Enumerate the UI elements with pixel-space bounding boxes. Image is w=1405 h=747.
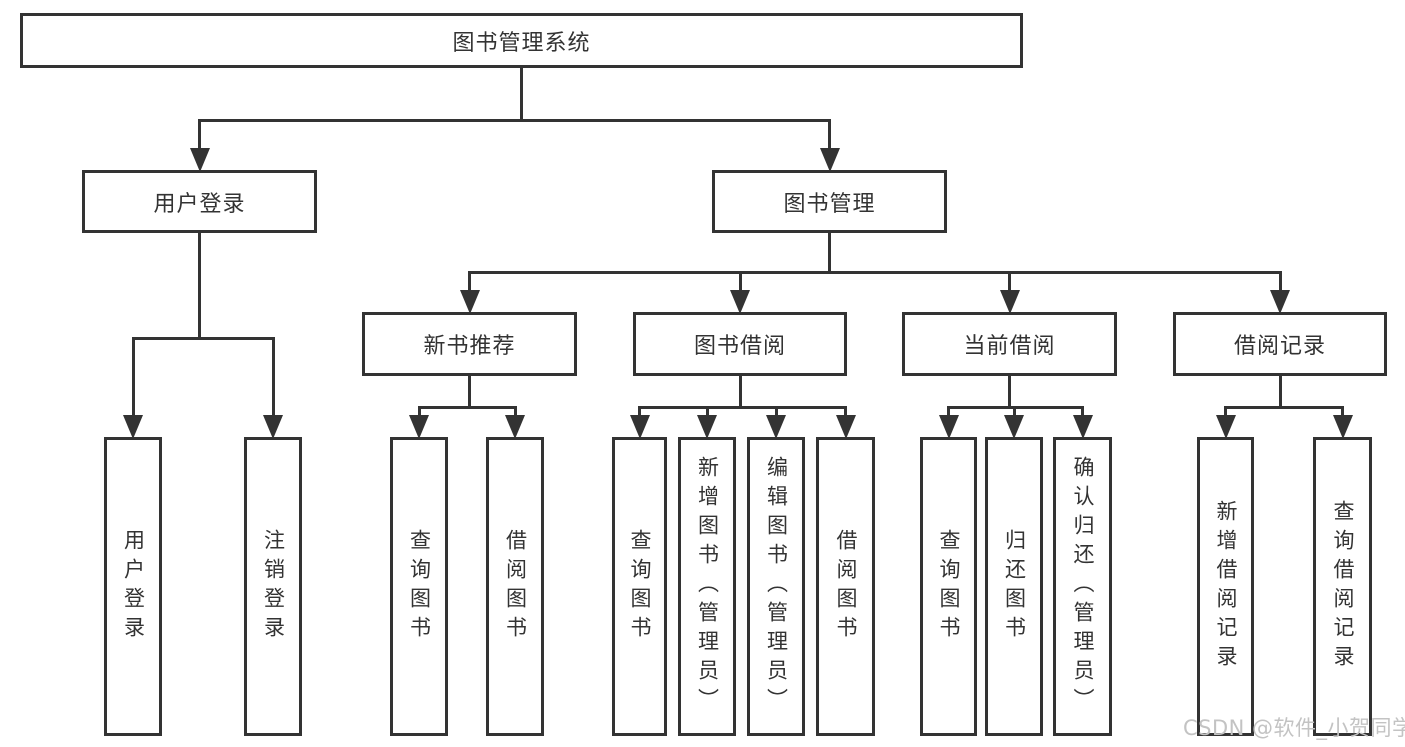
connector-line: [468, 271, 1282, 274]
node-leaf-user-login: 用户登录: [104, 437, 162, 736]
connector-line: [468, 271, 471, 294]
node-book-borrow: 图书借阅: [633, 312, 847, 376]
connector-line: [468, 376, 471, 409]
arrowhead-down-icon: [263, 415, 283, 439]
node-leaf-query-book-3: 查询图书: [920, 437, 977, 736]
node-user-login-group: 用户登录: [82, 170, 317, 233]
connector-line: [513, 406, 517, 419]
node-borrow-records: 借阅记录: [1173, 312, 1387, 376]
node-label: 图书管理: [783, 191, 876, 217]
node-label: 借阅图书: [834, 528, 858, 645]
node-new-book-recommend: 新书推荐: [362, 312, 577, 376]
connector-line: [1224, 406, 1227, 419]
connector-line: [198, 233, 201, 340]
node-label: 图书借阅: [693, 334, 786, 359]
connector-line: [1341, 406, 1344, 419]
node-label: 查询图书: [407, 528, 432, 645]
connector-line: [638, 406, 641, 419]
node-leaf-query-book-1: 查询图书: [390, 437, 448, 736]
connector-line: [198, 119, 201, 152]
connector-line: [1008, 271, 1011, 294]
connector-line: [1278, 376, 1282, 409]
node-label: 注销登录: [261, 528, 286, 645]
arrowhead-down-icon: [697, 415, 717, 439]
node-current-borrow: 当前借阅: [902, 312, 1117, 376]
connector-line: [844, 406, 847, 419]
connector-line: [1008, 376, 1011, 409]
node-leaf-edit-book-admin: 编辑图书（管理员）: [747, 437, 805, 736]
csdn-watermark: CSDN @软件_小贺同学: [1183, 716, 1405, 740]
connector-line: [774, 406, 778, 419]
arrowhead-down-icon: [123, 415, 143, 439]
node-leaf-add-book-admin: 新增图书（管理员）: [678, 437, 736, 736]
node-label: 查询图书: [937, 528, 961, 645]
arrowhead-down-icon: [459, 290, 480, 314]
node-library-management-system: 图书管理系统: [20, 13, 1023, 68]
arrowhead-down-icon: [629, 415, 650, 439]
node-leaf-confirm-return-admin: 确认归还（管理员）: [1053, 437, 1112, 736]
node-leaf-logout-login: 注销登录: [244, 437, 302, 736]
connector-line: [1081, 406, 1084, 419]
node-leaf-query-book-2: 查询图书: [612, 437, 667, 736]
connector-line: [417, 406, 421, 419]
arrowhead-down-icon: [1270, 290, 1290, 314]
connector-line: [638, 406, 847, 409]
connector-line: [738, 376, 742, 409]
arrowhead-down-icon: [1072, 415, 1093, 439]
arrowhead-down-icon: [1332, 415, 1353, 439]
node-label: 新增图书（管理员）: [695, 456, 720, 717]
connector-line: [520, 68, 523, 122]
connector-line: [198, 119, 831, 122]
arrowhead-down-icon: [819, 148, 840, 172]
node-leaf-query-borrow-record: 查询借阅记录: [1313, 437, 1372, 736]
node-label: 新增借阅记录: [1214, 499, 1238, 674]
node-leaf-borrow-book-1: 借阅图书: [486, 437, 544, 736]
node-leaf-return-book: 归还图书: [985, 437, 1043, 736]
arrowhead-down-icon: [730, 290, 750, 314]
node-label: 查询借阅记录: [1331, 499, 1355, 674]
arrowhead-down-icon: [505, 415, 525, 439]
node-book-management: 图书管理: [712, 170, 947, 233]
connector-line: [1012, 406, 1016, 419]
node-label: 新书推荐: [423, 334, 516, 359]
node-label: 编辑图书（管理员）: [764, 456, 789, 717]
node-label: 借阅图书: [503, 528, 528, 645]
arrowhead-down-icon: [766, 415, 786, 439]
connector-line: [271, 337, 275, 419]
node-label: 归还图书: [1002, 528, 1027, 645]
node-label: 用户登录: [153, 191, 246, 217]
connector-line: [947, 406, 1084, 409]
connector-line: [828, 119, 831, 152]
arrowhead-down-icon: [409, 415, 429, 439]
node-label: 当前借阅: [963, 334, 1056, 359]
connector-line: [1278, 271, 1282, 294]
arrowhead-down-icon: [938, 415, 959, 439]
node-label: 图书管理系统: [452, 30, 591, 56]
node-label: 用户登录: [121, 528, 146, 645]
connector-line: [705, 406, 709, 419]
arrowhead-down-icon: [1004, 415, 1024, 439]
connector-line: [131, 337, 135, 419]
connector-line: [417, 406, 517, 409]
arrowhead-down-icon: [999, 290, 1020, 314]
node-leaf-borrow-book-2: 借阅图书: [816, 437, 875, 736]
connector-line: [947, 406, 950, 419]
connector-line: [828, 233, 831, 274]
connector-line: [738, 271, 742, 294]
node-label: 查询图书: [628, 528, 652, 645]
arrowhead-down-icon: [1215, 415, 1236, 439]
connector-line: [1224, 406, 1344, 409]
arrowhead-down-icon: [835, 415, 856, 439]
arrowhead-down-icon: [189, 148, 210, 172]
node-label: 确认归还（管理员）: [1071, 456, 1095, 717]
node-leaf-add-borrow-record: 新增借阅记录: [1197, 437, 1254, 736]
node-label: 借阅记录: [1233, 334, 1326, 359]
connector-line: [131, 337, 275, 340]
